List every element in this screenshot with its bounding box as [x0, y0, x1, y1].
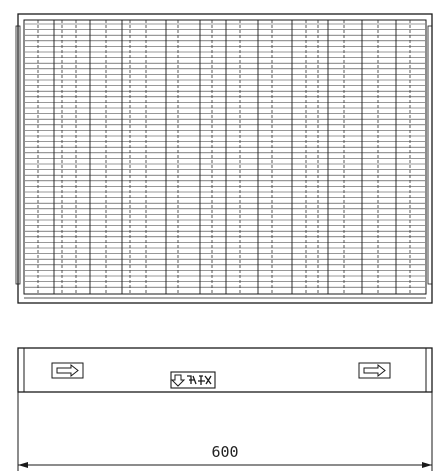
horizontal-slats: [25, 23, 425, 288]
front-outer-frame: [17, 347, 433, 393]
width-dimension: 600: [17, 392, 433, 471]
left-side-tab: [15, 25, 21, 285]
dimension-arrow-right: [422, 462, 432, 468]
right-side-tab: [427, 25, 433, 285]
dimension-arrow-left: [18, 462, 28, 468]
inner-frame: [23, 19, 427, 295]
arrow-down-hands-icon: [170, 371, 216, 389]
front-view-panel: [17, 347, 433, 393]
vertical-ribs: [37, 20, 411, 294]
arrow-right-icon: [358, 362, 391, 379]
dimension-label: 600: [211, 443, 238, 461]
arrow-right-icon: [51, 362, 84, 379]
top-view-grille-panel: [15, 13, 433, 304]
